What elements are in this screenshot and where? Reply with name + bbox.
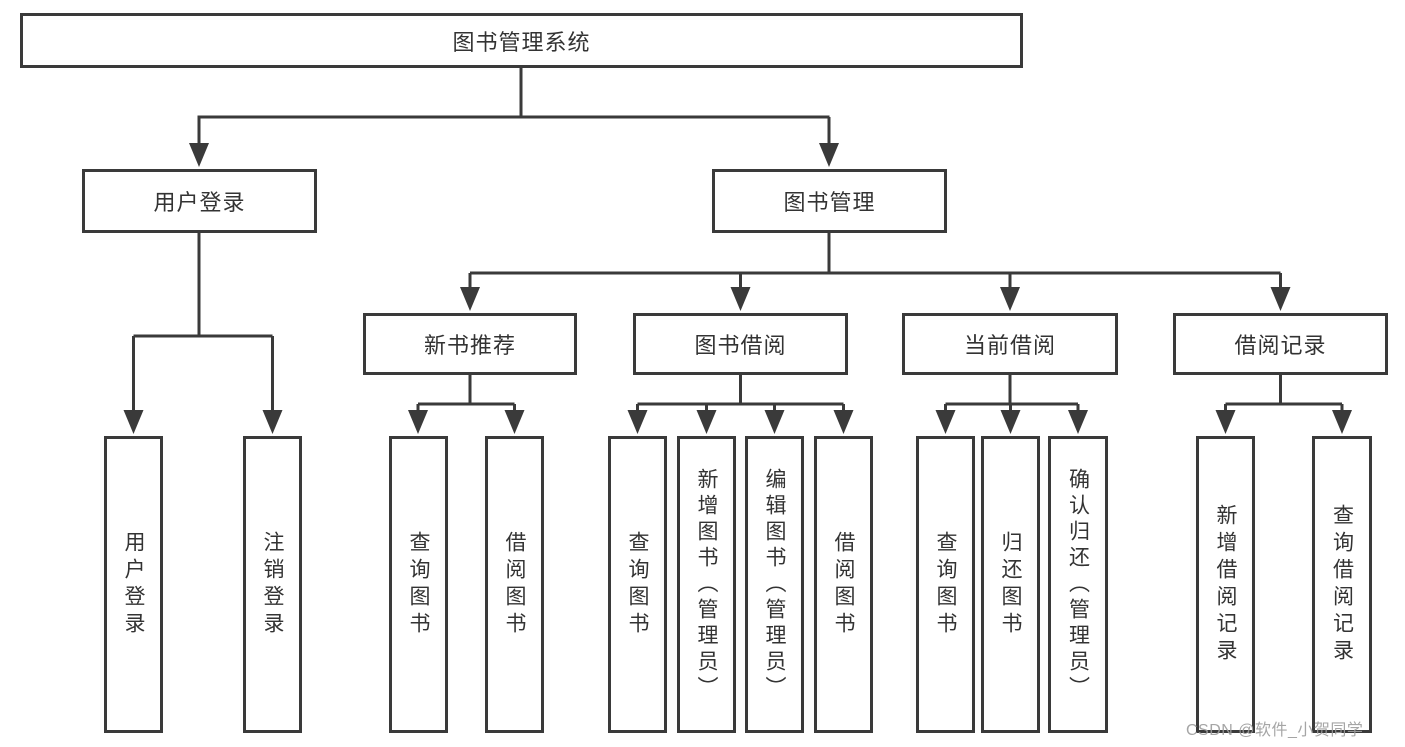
arrow-leaf-add-book (696, 410, 717, 434)
arrow-leaf-confirm-return (1068, 410, 1088, 434)
arrow-leaf-query1 (408, 410, 428, 434)
leaf-logout: 注销登录 (243, 436, 302, 733)
node-book-management-label: 图书管理 (783, 190, 876, 215)
arrow-leaf-query-record (1332, 410, 1352, 434)
node-new-book-recommend-label: 新书推荐 (423, 333, 516, 358)
leaf-add-book-admin-label: 新增图书（管理员） (695, 467, 718, 702)
leaf-query-books-2: 查询图书 (608, 436, 667, 733)
leaf-query-books-1: 查询图书 (389, 436, 448, 733)
leaf-query-borrow-record-label: 查询借阅记录 (1330, 503, 1354, 666)
node-current-borrowing-label: 当前借阅 (963, 333, 1056, 358)
leaf-query-books-1-label: 查询图书 (407, 530, 430, 639)
leaf-query-books-3: 查询图书 (916, 436, 975, 733)
leaf-add-book-admin: 新增图书（管理员） (677, 436, 736, 733)
leaf-borrow-books-2: 借阅图书 (814, 436, 873, 733)
arrow-leaf-query2 (627, 410, 648, 434)
node-book-management: 图书管理 (712, 169, 947, 233)
leaf-user-login-label: 用户登录 (122, 530, 145, 639)
arrow-leaf-query3 (935, 410, 956, 434)
node-user-login: 用户登录 (82, 169, 317, 233)
node-borrow-records-label: 借阅记录 (1234, 333, 1327, 358)
leaf-borrow-books-1: 借阅图书 (485, 436, 544, 733)
node-library-system: 图书管理系统 (20, 13, 1023, 68)
leaf-confirm-return-admin-label: 确认归还（管理员） (1066, 467, 1090, 702)
arrow-leaf-add-record (1215, 410, 1236, 434)
arrow-leaf-logout (262, 410, 283, 434)
node-book-borrowing-label: 图书借阅 (694, 333, 787, 358)
leaf-logout-label: 注销登录 (261, 530, 284, 639)
node-current-borrowing: 当前借阅 (902, 313, 1118, 375)
node-book-borrowing: 图书借阅 (633, 313, 848, 375)
leaf-confirm-return-admin: 确认归还（管理员） (1048, 436, 1108, 733)
leaf-add-borrow-record: 新增借阅记录 (1196, 436, 1255, 733)
leaf-query-borrow-record: 查询借阅记录 (1312, 436, 1372, 733)
node-new-book-recommend: 新书推荐 (363, 313, 577, 375)
arrow-leaf-borrow1 (504, 410, 525, 434)
arrow-current-borrow (1000, 287, 1020, 311)
arrow-user-login (189, 143, 209, 167)
leaf-return-books-label: 归还图书 (999, 530, 1022, 639)
node-borrow-records: 借阅记录 (1173, 313, 1388, 375)
leaf-edit-book-admin: 编辑图书（管理员） (745, 436, 804, 733)
leaf-return-books: 归还图书 (981, 436, 1040, 733)
arrow-leaf-borrow2 (833, 410, 854, 434)
leaf-query-books-3-label: 查询图书 (934, 530, 957, 639)
node-library-system-label: 图书管理系统 (452, 29, 591, 55)
arrow-borrow-records (1270, 287, 1291, 311)
leaf-borrow-books-2-label: 借阅图书 (832, 530, 855, 639)
arrow-book-mgmt (819, 143, 839, 167)
csdn-watermark: CSDN @软件_小贺同学 (1186, 722, 1364, 739)
arrow-leaf-return-book (1000, 410, 1021, 434)
leaf-user-login: 用户登录 (104, 436, 163, 733)
arrow-book-borrow (730, 287, 751, 311)
node-user-login-label: 用户登录 (153, 190, 246, 215)
arrow-new-book (460, 287, 480, 311)
leaf-borrow-books-1-label: 借阅图书 (503, 530, 526, 639)
leaf-query-books-2-label: 查询图书 (626, 530, 649, 639)
arrow-leaf-edit-book (764, 410, 785, 434)
leaf-edit-book-admin-label: 编辑图书（管理员） (763, 467, 786, 702)
arrow-leaf-user-login (123, 410, 144, 434)
leaf-add-borrow-record-label: 新增借阅记录 (1214, 503, 1237, 666)
